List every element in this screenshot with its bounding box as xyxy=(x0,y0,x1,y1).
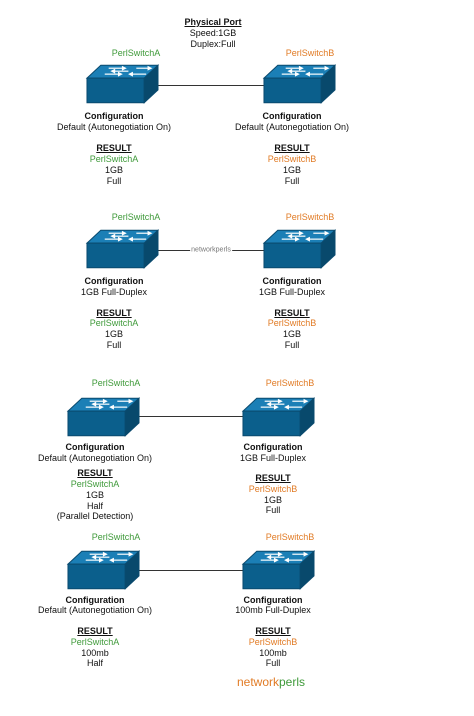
switch-b-name: PerlSwitchB xyxy=(265,378,315,388)
switch-b-icon xyxy=(242,397,315,437)
switch-b-config: 1GB Full-Duplex xyxy=(258,287,326,297)
switch-a-icon xyxy=(67,397,140,437)
link-line xyxy=(136,570,246,571)
brand-network: network xyxy=(236,675,280,689)
result-speed-a: 1GB xyxy=(104,329,124,339)
result-duplex-b: Full xyxy=(265,505,281,515)
result-duplex-a: Full xyxy=(106,340,122,350)
result-duplex-a: Half xyxy=(86,658,104,668)
switch-b-icon xyxy=(263,229,336,269)
result-duplex-a: Half xyxy=(86,501,104,511)
switch-a-config: Default (Autonegotiation On) xyxy=(37,453,153,463)
result-speed-b: 1GB xyxy=(263,495,283,505)
config-label: Configuration xyxy=(262,111,322,121)
result-speed-b: 100mb xyxy=(259,648,287,658)
switch-a-config: 1GB Full-Duplex xyxy=(80,287,148,297)
config-label: Configuration xyxy=(65,442,125,452)
config-label: Configuration xyxy=(84,111,144,121)
result-label: RESULT xyxy=(274,143,310,153)
result-label: RESULT xyxy=(255,473,291,483)
switch-b-config: 1GB Full-Duplex xyxy=(239,453,307,463)
result-switch-a: PerlSwitchA xyxy=(70,637,120,647)
result-label: RESULT xyxy=(274,308,310,318)
link-line xyxy=(136,416,246,417)
port-duplex: Duplex:Full xyxy=(190,39,236,49)
switch-a-name: PerlSwitchA xyxy=(111,212,161,222)
brand-logo: networkperls xyxy=(237,675,305,689)
port-title: Physical Port xyxy=(184,17,242,27)
config-label: Configuration xyxy=(243,595,303,605)
result-label: RESULT xyxy=(96,143,132,153)
config-label: Configuration xyxy=(243,442,303,452)
result-switch-b: PerlSwitchB xyxy=(248,637,298,647)
switch-b-icon xyxy=(263,64,336,104)
switch-a-icon xyxy=(86,64,159,104)
result-duplex-b: Full xyxy=(284,176,300,186)
result-switch-b: PerlSwitchB xyxy=(267,318,317,328)
switch-b-name: PerlSwitchB xyxy=(265,532,315,542)
watermark: networkperls xyxy=(190,246,232,254)
result-note-a: (Parallel Detection) xyxy=(56,511,134,521)
result-label: RESULT xyxy=(77,626,113,636)
result-switch-b: PerlSwitchB xyxy=(248,484,298,494)
result-speed-b: 1GB xyxy=(282,165,302,175)
result-speed-a: 1GB xyxy=(104,165,124,175)
switch-a-name: PerlSwitchA xyxy=(111,48,161,58)
switch-a-icon xyxy=(86,229,159,269)
switch-a-icon xyxy=(67,550,140,590)
result-switch-a: PerlSwitchA xyxy=(70,479,120,489)
switch-a-name: PerlSwitchA xyxy=(91,378,141,388)
switch-a-name: PerlSwitchA xyxy=(91,532,141,542)
switch-b-config: 100mb Full-Duplex xyxy=(235,605,311,615)
result-switch-a: PerlSwitchA xyxy=(89,318,139,328)
result-label: RESULT xyxy=(77,468,113,478)
switch-b-config: Default (Autonegotiation On) xyxy=(234,122,350,132)
result-label: RESULT xyxy=(255,626,291,636)
result-speed-b: 1GB xyxy=(282,329,302,339)
result-speed-a: 1GB xyxy=(85,490,105,500)
switch-b-icon xyxy=(242,550,315,590)
result-duplex-b: Full xyxy=(284,340,300,350)
result-switch-a: PerlSwitchA xyxy=(89,154,139,164)
switch-b-name: PerlSwitchB xyxy=(285,212,335,222)
config-label: Configuration xyxy=(262,276,322,286)
result-duplex-b: Full xyxy=(265,658,281,668)
brand-perls: perls xyxy=(279,675,306,689)
result-duplex-a: Full xyxy=(106,176,122,186)
result-switch-b: PerlSwitchB xyxy=(267,154,317,164)
config-label: Configuration xyxy=(65,595,125,605)
link-line xyxy=(156,85,266,86)
port-speed: Speed:1GB xyxy=(189,28,237,38)
config-label: Configuration xyxy=(84,276,144,286)
switch-a-config: Default (Autonegotiation On) xyxy=(56,122,172,132)
result-speed-a: 100mb xyxy=(81,648,109,658)
switch-a-config: Default (Autonegotiation On) xyxy=(37,605,153,615)
result-label: RESULT xyxy=(96,308,132,318)
switch-b-name: PerlSwitchB xyxy=(285,48,335,58)
